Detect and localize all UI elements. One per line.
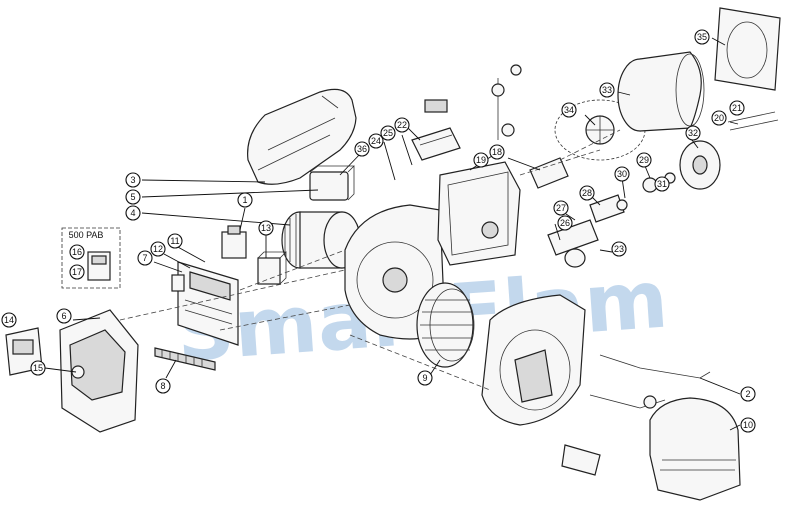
callout-11: 11 xyxy=(167,233,183,249)
callout-27: 27 xyxy=(553,200,569,216)
svg-text:26: 26 xyxy=(560,218,570,228)
part-disc xyxy=(679,140,721,190)
svg-text:2: 2 xyxy=(745,389,750,399)
svg-text:14: 14 xyxy=(4,315,14,325)
callout-16: 16 xyxy=(69,244,85,260)
part-front-cover xyxy=(59,309,139,433)
part-fittings xyxy=(616,172,676,211)
part-gas-line xyxy=(561,354,711,476)
callout-18: 18 xyxy=(489,144,505,160)
svg-text:25: 25 xyxy=(383,128,393,138)
svg-text:22: 22 xyxy=(397,120,407,130)
callout-10: 10 xyxy=(740,417,756,433)
part-control-unit xyxy=(171,261,239,346)
callout-22: 22 xyxy=(394,117,410,133)
svg-text:17: 17 xyxy=(72,267,82,277)
part-air-box xyxy=(437,161,521,266)
svg-text:18: 18 xyxy=(492,147,502,157)
callout-19: 19 xyxy=(473,152,489,168)
part-top-cover xyxy=(247,88,357,185)
svg-text:23: 23 xyxy=(614,244,624,254)
svg-text:11: 11 xyxy=(170,236,179,246)
inset-label: 500 PAB xyxy=(69,230,104,240)
callout-14: 14 xyxy=(1,312,17,328)
svg-text:13: 13 xyxy=(261,223,271,233)
callout-24: 24 xyxy=(368,133,384,149)
svg-text:16: 16 xyxy=(72,247,82,257)
callout-20: 20 xyxy=(711,110,727,126)
svg-text:30: 30 xyxy=(617,169,627,179)
svg-text:36: 36 xyxy=(357,144,367,154)
svg-text:19: 19 xyxy=(476,155,486,165)
svg-text:35: 35 xyxy=(697,32,707,42)
callout-8: 8 xyxy=(155,378,171,394)
svg-text:33: 33 xyxy=(602,85,612,95)
callout-6: 6 xyxy=(56,308,72,324)
part-gas-pipes xyxy=(529,157,625,268)
callout-1: 1 xyxy=(237,192,253,208)
svg-text:31: 31 xyxy=(657,179,667,189)
callout-13: 13 xyxy=(258,220,274,236)
callout-3: 3 xyxy=(125,172,141,188)
callout-29: 29 xyxy=(636,152,652,168)
alignment-lines xyxy=(119,129,621,391)
svg-text:28: 28 xyxy=(582,188,592,198)
svg-text:6: 6 xyxy=(61,311,66,321)
svg-text:5: 5 xyxy=(130,192,135,202)
part-damper xyxy=(411,99,461,161)
part-fan-scroll-housing xyxy=(481,294,586,426)
callout-34: 34 xyxy=(561,102,577,118)
svg-text:21: 21 xyxy=(732,103,742,113)
callout-17: 17 xyxy=(69,264,85,280)
part-relay-1 xyxy=(221,225,247,259)
part-flange-plate xyxy=(714,7,781,91)
svg-text:29: 29 xyxy=(639,155,649,165)
svg-text:7: 7 xyxy=(142,253,147,263)
svg-text:27: 27 xyxy=(556,203,566,213)
callout-36: 36 xyxy=(354,141,370,157)
part-module-13 xyxy=(257,251,287,285)
svg-text:10: 10 xyxy=(743,420,753,430)
svg-text:12: 12 xyxy=(153,244,163,254)
part-terminal-strip xyxy=(154,347,216,371)
callout-33: 33 xyxy=(599,82,615,98)
callout-2: 2 xyxy=(740,386,756,402)
callout-21: 21 xyxy=(729,100,745,116)
svg-text:34: 34 xyxy=(564,105,574,115)
svg-text:20: 20 xyxy=(714,113,724,123)
part-electrodes xyxy=(727,111,779,131)
callout-28: 28 xyxy=(579,185,595,201)
callout-23: 23 xyxy=(611,241,627,257)
part-blast-tube xyxy=(617,51,705,132)
svg-text:1: 1 xyxy=(242,195,247,205)
svg-text:15: 15 xyxy=(33,363,43,373)
svg-text:9: 9 xyxy=(422,373,427,383)
callout-5: 5 xyxy=(125,189,141,205)
svg-text:32: 32 xyxy=(688,128,698,138)
part-fan-wheel xyxy=(416,282,475,368)
svg-text:24: 24 xyxy=(371,136,381,146)
part-gas-valve-spindle xyxy=(491,64,522,140)
callout-15: 15 xyxy=(30,360,46,376)
part-rear-cover xyxy=(649,397,741,501)
callout-26: 26 xyxy=(557,215,573,231)
inset-500-pab: 500 PAB xyxy=(61,227,121,289)
callout-25: 25 xyxy=(380,125,396,141)
callout-32: 32 xyxy=(685,125,701,141)
callout-7: 7 xyxy=(137,250,153,266)
callout-35: 35 xyxy=(694,29,710,45)
callout-31: 31 xyxy=(654,176,670,192)
callout-12: 12 xyxy=(150,241,166,257)
callout-4: 4 xyxy=(125,205,141,221)
callout-9: 9 xyxy=(417,370,433,386)
callout-30: 30 xyxy=(614,166,630,182)
part-capacitor xyxy=(309,165,355,201)
svg-text:3: 3 xyxy=(130,175,135,185)
svg-text:4: 4 xyxy=(130,208,135,218)
svg-text:8: 8 xyxy=(160,381,165,391)
